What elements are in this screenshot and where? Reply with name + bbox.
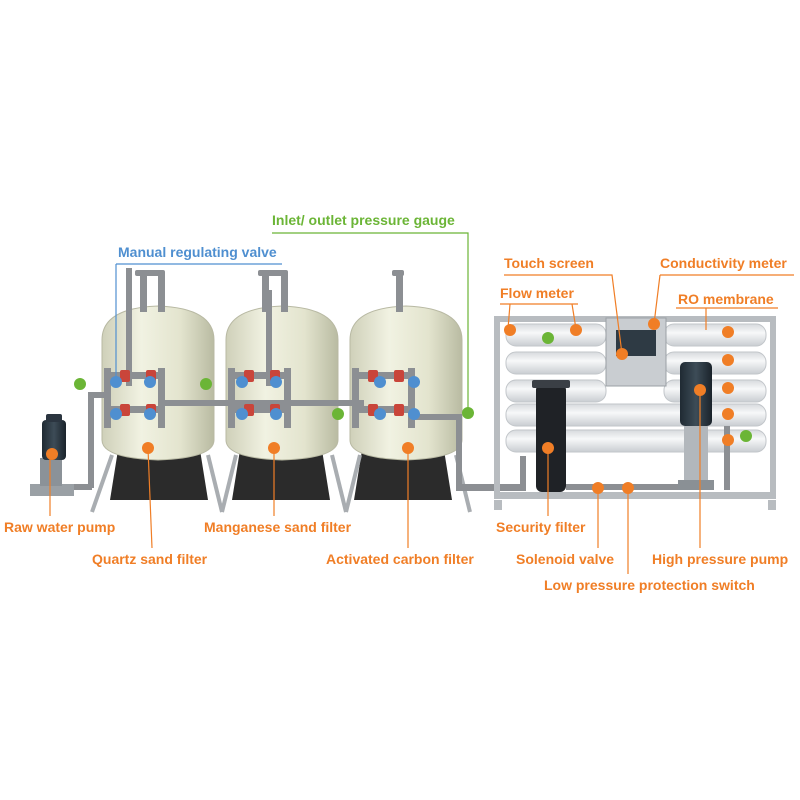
orange-dot-marker: [504, 324, 516, 336]
blue-dot-marker: [144, 408, 156, 420]
label-quartz-sand-filter: Quartz sand filter: [92, 551, 208, 567]
label-manganese-sand-filter: Manganese sand filter: [204, 519, 352, 535]
blue-dot-marker: [236, 408, 248, 420]
high-pressure-pump: [678, 362, 714, 490]
label-ro-membrane: RO membrane: [678, 291, 774, 307]
blue-dot-marker: [110, 376, 122, 388]
leader-conductivity-drop: [653, 274, 661, 325]
markers: [46, 318, 752, 494]
leader-touch-screen: [504, 274, 623, 355]
label-solenoid-valve: Solenoid valve: [516, 551, 615, 567]
blue-dot-marker: [144, 376, 156, 388]
green-dot-marker: [74, 378, 86, 390]
manganese-sand-tank: [225, 305, 339, 461]
blue-dot-marker: [270, 376, 282, 388]
blue-dot-marker: [408, 408, 420, 420]
blue-dot-marker: [270, 408, 282, 420]
orange-dot-marker: [722, 326, 734, 338]
blue-dot-marker: [374, 376, 386, 388]
orange-dot-marker: [648, 318, 660, 330]
orange-dot-marker: [722, 408, 734, 420]
leader-quartz: [147, 447, 153, 549]
orange-dot-marker: [722, 382, 734, 394]
carbon-tank: [349, 305, 463, 461]
orange-dot-marker: [722, 354, 734, 366]
security-filter-housing: [536, 384, 566, 492]
blue-dot-marker: [110, 408, 122, 420]
tank-base-3: [354, 450, 452, 500]
tank-base-1: [110, 450, 208, 500]
green-dot-marker: [200, 378, 212, 390]
label-touch-screen: Touch screen: [504, 255, 594, 271]
orange-dot-marker: [622, 482, 634, 494]
orange-dot-marker: [542, 442, 554, 454]
label-low-pressure-protection-switch: Low pressure protection switch: [544, 577, 755, 593]
orange-dot-marker: [268, 442, 280, 454]
label-inlet-outlet-pressure-gauge: Inlet/ outlet pressure gauge: [272, 212, 455, 228]
pretreatment-section: [30, 268, 526, 513]
orange-dot-marker: [616, 348, 628, 360]
orange-dot-marker: [46, 448, 58, 460]
blue-dot-marker: [236, 376, 248, 388]
green-dot-marker: [462, 407, 474, 419]
green-dot-marker: [740, 430, 752, 442]
blue-dot-marker: [374, 408, 386, 420]
orange-dot-marker: [592, 482, 604, 494]
orange-dot-marker: [694, 384, 706, 396]
orange-dot-marker: [402, 442, 414, 454]
label-security-filter: Security filter: [496, 519, 586, 535]
label-flow-meter: Flow meter: [500, 285, 574, 301]
label-high-pressure-pump: High pressure pump: [652, 551, 789, 567]
label-manual-regulating-valve: Manual regulating valve: [118, 244, 277, 260]
orange-dot-marker: [142, 442, 154, 454]
blue-dot-marker: [408, 376, 420, 388]
green-dot-marker: [542, 332, 554, 344]
tank-base-2: [232, 450, 330, 500]
label-conductivity-meter: Conductivity meter: [660, 255, 787, 271]
leader-inlet-gauge: [272, 232, 469, 413]
green-dot-marker: [332, 408, 344, 420]
label-activated-carbon-filter: Activated carbon filter: [326, 551, 474, 567]
orange-dot-marker: [722, 434, 734, 446]
orange-dot-marker: [570, 324, 582, 336]
label-raw-water-pump: Raw water pump: [4, 519, 116, 535]
